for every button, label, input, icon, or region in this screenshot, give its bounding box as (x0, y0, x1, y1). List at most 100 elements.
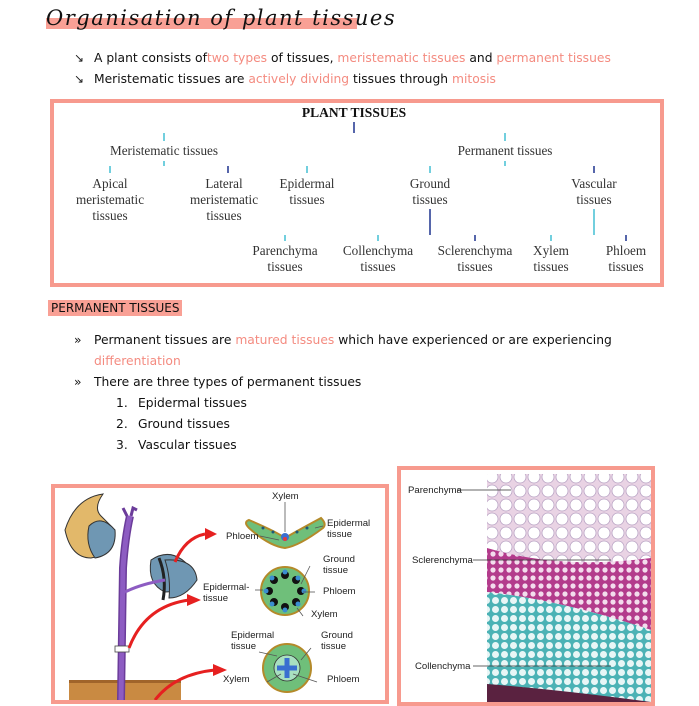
line: Sclerenchyma (437, 243, 513, 258)
tissue-micrograph: Parenchyma Sclerenchyma Collenchyma (397, 466, 655, 706)
page-title-wrap: Organisation of plant tissues (46, 6, 396, 30)
leaf-top (87, 520, 116, 559)
line: tissue (327, 529, 353, 540)
plant-tissues-tree-diagram: PLANT TISSUES Meristematic tissues Perma… (50, 99, 664, 287)
line: tissue (231, 641, 257, 652)
text: tissues through (349, 72, 452, 86)
page-title: Organisation of plant tissues (46, 6, 397, 30)
num: 2. (116, 417, 128, 431)
line: tissue (323, 565, 349, 576)
type-item: 1. Epidermal tissues (74, 393, 612, 414)
highlight-text: meristematic tissues (337, 51, 466, 65)
line: Lateral (205, 176, 243, 191)
line: tissues (360, 259, 396, 274)
intro-bullet-2: ↘ Meristematic tissues are actively divi… (74, 69, 611, 90)
stem-epidermal-label: Epidermal-tissue (203, 582, 249, 604)
num: 3. (116, 438, 128, 452)
line: Epidermal (279, 176, 335, 191)
highlight-text: mitosis (451, 72, 496, 86)
line: tissues (267, 259, 303, 274)
permanent-bullets: » Permanent tissues are matured tissues … (74, 330, 612, 456)
line: Parenchyma (252, 243, 318, 258)
label: Vascular tissues (138, 438, 237, 452)
arrow-to-stem (127, 598, 190, 649)
text: and (465, 51, 497, 65)
num: 1. (116, 396, 128, 410)
line: Ground (409, 176, 451, 191)
highlight-text: actively dividing (248, 72, 350, 86)
line: tissues (289, 192, 325, 207)
line: meristematic (189, 192, 259, 207)
text: Meristematic tissues are (94, 72, 249, 86)
line: Epidermal (231, 630, 275, 641)
text: which have experienced or are experienci… (334, 333, 612, 347)
tree-root: PLANT TISSUES (301, 105, 407, 120)
plant-illustration (64, 493, 326, 700)
text: of tissues, (267, 51, 338, 65)
stem-phloem-label: Phloem (323, 586, 356, 597)
double-chevron-icon: » (74, 333, 82, 347)
leaf-phloem-label: Phloem (226, 531, 259, 542)
line: tissue (203, 593, 229, 604)
highlight-text: two types (206, 51, 268, 65)
line: Ground (321, 630, 353, 641)
tree-permanent: Permanent tissues (457, 143, 553, 158)
section-header: PERMANENT TISSUES (48, 300, 183, 316)
line: tissues (412, 192, 448, 207)
tree-connectors (109, 120, 627, 241)
line: tissues (576, 192, 612, 207)
line: tissues (457, 259, 493, 274)
line: tissues (533, 259, 569, 274)
highlight-text: permanent tissues (496, 51, 611, 65)
line: tissues (608, 259, 644, 274)
tree-meristematic: Meristematic tissues (109, 143, 219, 158)
line: tissue (321, 641, 347, 652)
line: Phloem (605, 243, 647, 258)
double-chevron-icon: » (74, 375, 82, 389)
line: Ground (323, 554, 355, 565)
arrow-to-root (153, 668, 216, 700)
micrograph-image (457, 474, 651, 702)
line: meristematic (75, 192, 145, 207)
line: tissues (92, 208, 128, 223)
perm-bullet-1: » Permanent tissues are matured tissues … (74, 330, 612, 351)
highlight-text: matured tissues (235, 333, 335, 347)
label: Ground tissues (138, 417, 230, 431)
intro-bullets: ↘ A plant consists of two types of tissu… (74, 48, 611, 90)
line: Xylem (533, 243, 569, 258)
line: Collenchyma (342, 243, 414, 258)
micro-parenchyma-label: Parenchyma (408, 485, 462, 496)
line: Apical (92, 176, 128, 191)
intro-bullet-1: ↘ A plant consists of two types of tissu… (74, 48, 611, 69)
micro-sclerenchyma-label: Sclerenchyma (412, 555, 473, 566)
perm-bullet-1-cont: differentiation (94, 354, 181, 368)
leaf-xylem-label: Xylem (272, 491, 299, 502)
type-item: 2. Ground tissues (74, 414, 612, 435)
text: Permanent tissues are (94, 333, 236, 347)
line: Vascular (571, 176, 617, 191)
line: tissues (206, 208, 242, 223)
micro-collenchyma-label: Collenchyma (415, 661, 471, 672)
label: Epidermal tissues (138, 396, 247, 410)
arrow-down-right-icon: ↘ (74, 51, 85, 65)
text: A plant consists of (94, 51, 207, 65)
root-xylem-label: Xylem (223, 674, 250, 685)
text: There are three types of permanent tissu… (94, 375, 362, 389)
arrow-to-leaf (173, 532, 206, 563)
root-phloem-label: Phloem (327, 674, 360, 685)
